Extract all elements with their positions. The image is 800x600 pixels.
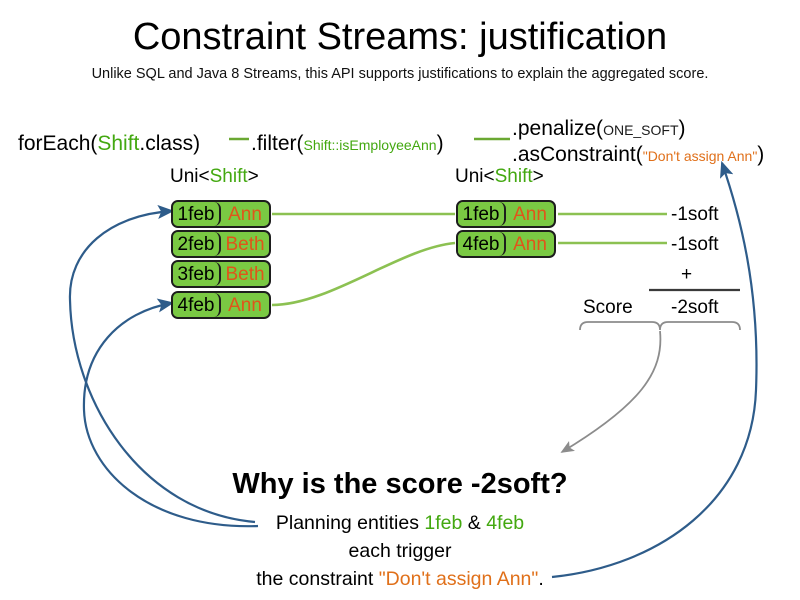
explanation-line-2: each trigger xyxy=(348,540,452,562)
uni-left-type: Shift xyxy=(209,166,248,187)
score-impact-2: -1soft xyxy=(671,234,719,255)
score-brace xyxy=(579,321,741,331)
stream-line-4feb xyxy=(271,241,456,307)
code-asconstraint: .asConstraint("Don't assign Ann") xyxy=(512,144,764,165)
uni-right-prefix: Uni< xyxy=(455,166,495,187)
uni-label-left: Uni<Shift> xyxy=(170,166,259,188)
shift-date: 1feb xyxy=(173,202,221,226)
code-filter-suffix: ) xyxy=(436,132,444,155)
uni-right-suffix: > xyxy=(532,166,544,187)
shift-employee: Beth xyxy=(225,263,265,285)
page-title: Constraint Streams: justification xyxy=(132,16,668,58)
shift-row[interactable]: 3feb Beth xyxy=(171,260,271,288)
score-brace-arrow xyxy=(560,330,662,453)
shift-row[interactable]: 4feb Ann xyxy=(171,291,271,319)
shift-employee: Ann xyxy=(513,203,547,225)
shift-date: 2feb xyxy=(173,232,221,256)
code-foreach-type: Shift xyxy=(97,132,140,155)
explanation-line-3-prefix: the constraint xyxy=(256,568,379,590)
shift-date: 4feb xyxy=(458,232,506,256)
shift-row[interactable]: 4feb Ann xyxy=(456,230,556,258)
shift-row[interactable]: 2feb Beth xyxy=(171,230,271,258)
page-subtitle: Unlike SQL and Java 8 Streams, this API … xyxy=(91,66,709,82)
code-foreach: forEach(Shift.class) xyxy=(18,133,200,154)
shift-row[interactable]: 1feb Ann xyxy=(456,200,556,228)
code-foreach-prefix: forEach( xyxy=(18,132,98,155)
shift-employee: Ann xyxy=(513,233,547,255)
code-penalize-prefix: .penalize( xyxy=(512,117,604,140)
explanation-constraint-name: "Don't assign Ann" xyxy=(378,568,539,590)
explanation-line-1: Planning entities 1feb & 4feb xyxy=(0,512,800,535)
shift-date: 4feb xyxy=(173,293,221,317)
code-penalize-suffix: ) xyxy=(678,117,686,140)
explanation-entity-4feb: 4feb xyxy=(486,512,525,534)
explanation-entity-1feb: 1feb xyxy=(424,512,463,534)
shift-date: 3feb xyxy=(173,262,221,286)
score-label: Score xyxy=(583,297,633,318)
uni-right-type: Shift xyxy=(494,166,533,187)
code-penalize: .penalize(ONE_SOFT) xyxy=(512,118,686,139)
code-filter-method-ref: Shift::isEmployeeAnn xyxy=(303,137,437,153)
explanation-heading: Why is the score -2soft? xyxy=(232,468,568,500)
code-asconstraint-suffix: ) xyxy=(757,143,765,166)
explanation-line-3: the constraint "Don't assign Ann". xyxy=(0,568,800,591)
uni-left-suffix: > xyxy=(247,166,259,187)
uni-label-right: Uni<Shift> xyxy=(455,166,544,188)
uni-left-prefix: Uni< xyxy=(170,166,210,187)
code-filter-prefix: .filter( xyxy=(251,132,304,155)
shift-employee: Ann xyxy=(228,294,262,316)
explanation-line-1-amp: & xyxy=(462,512,487,534)
code-foreach-suffix: .class) xyxy=(139,132,201,155)
code-filter: .filter(Shift::isEmployeeAnn) xyxy=(251,133,444,154)
code-penalize-level: ONE_SOFT xyxy=(603,122,679,138)
score-impact-1: -1soft xyxy=(671,204,719,225)
shift-row[interactable]: 1feb Ann xyxy=(171,200,271,228)
shift-date: 1feb xyxy=(458,202,506,226)
shift-employee: Ann xyxy=(228,203,262,225)
score-total: -2soft xyxy=(671,297,719,318)
code-asconstraint-prefix: .asConstraint( xyxy=(512,143,643,166)
code-asconstraint-name: "Don't assign Ann" xyxy=(642,148,758,164)
shift-employee: Beth xyxy=(225,233,265,255)
explanation-line-1-prefix: Planning entities xyxy=(275,512,425,534)
explanation-line-3-suffix: . xyxy=(538,568,544,590)
score-operator: + xyxy=(681,264,693,285)
